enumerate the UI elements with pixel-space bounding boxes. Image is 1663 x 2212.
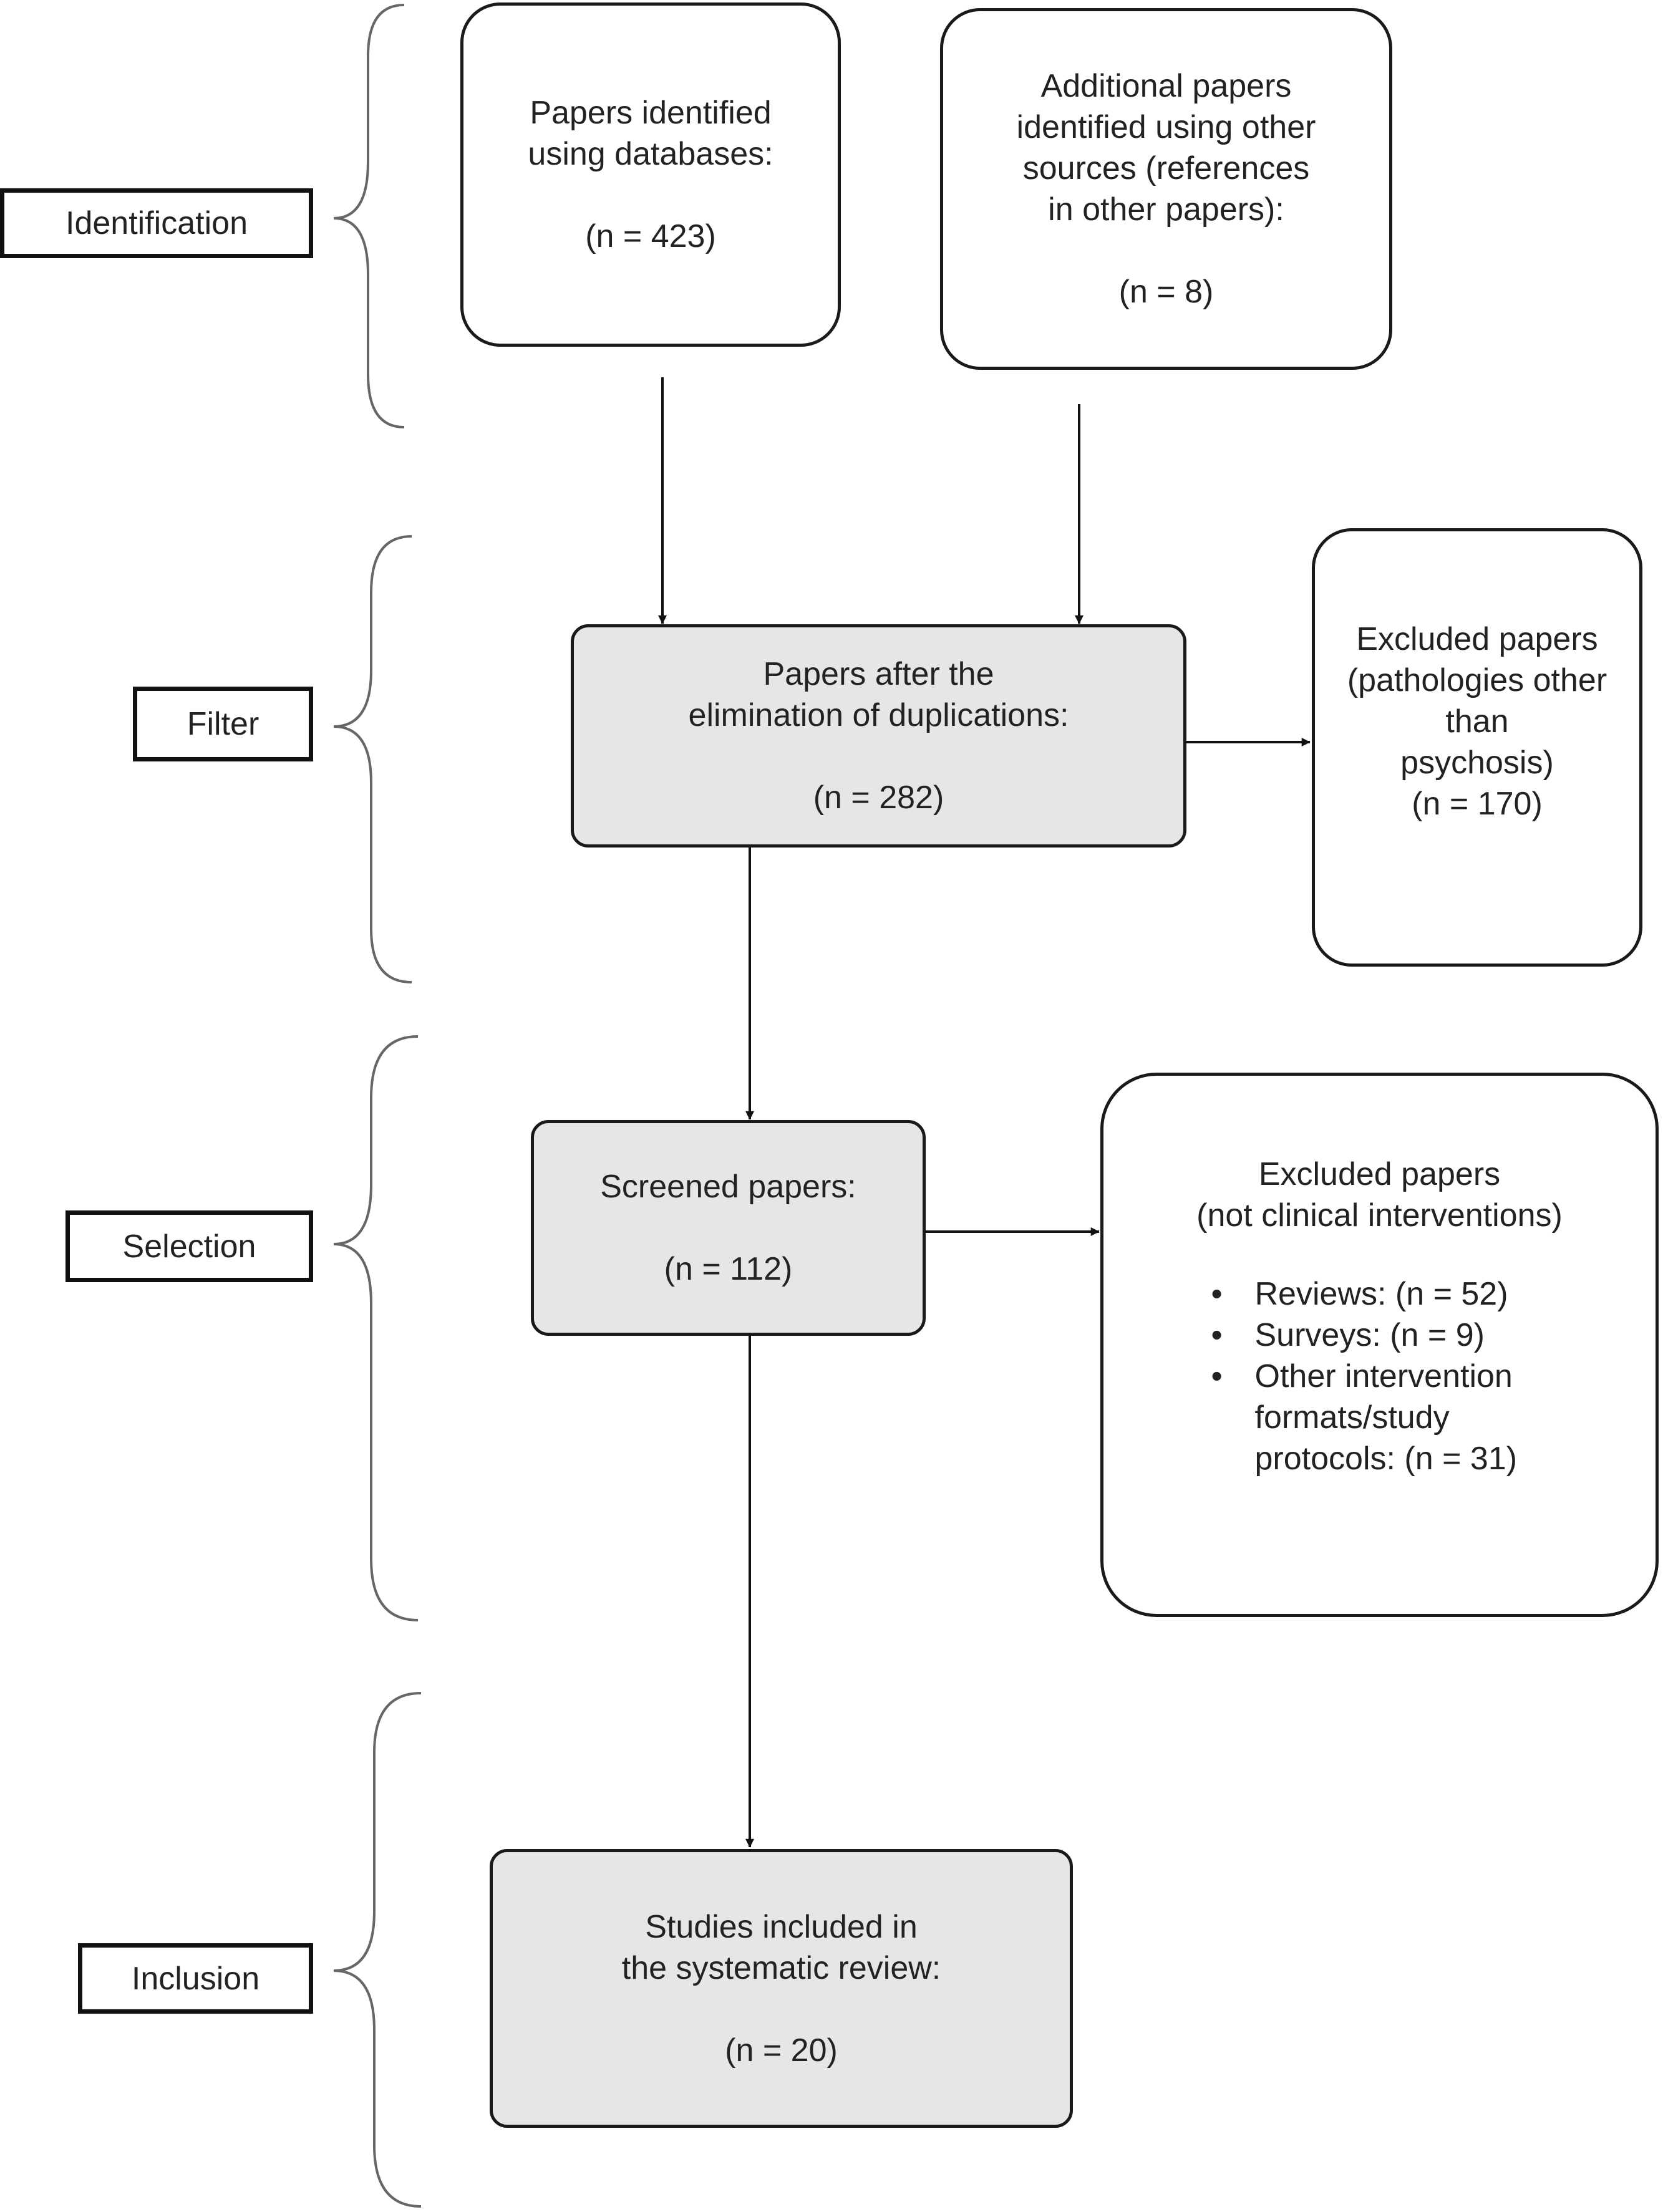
box-dedup-line-2: elimination of duplications: (688, 697, 1069, 733)
box-included-count: (n = 20) (725, 2032, 838, 2069)
box-other-count: (n = 8) (1118, 274, 1214, 310)
brace-filter (333, 535, 412, 983)
brace-identification (333, 4, 405, 428)
stage-label-filter-text: Filter (187, 706, 259, 742)
brace-selection (333, 1035, 419, 1621)
box-dedup-count: (n = 282) (813, 780, 944, 816)
stage-label-identification: Identification (0, 188, 313, 258)
box-other-line-1: Additional papers (1040, 68, 1292, 104)
exclusion-reason-other: Other intervention formats/study protoco… (1211, 1356, 1548, 1479)
box-screened-papers: Screened papers: (n = 112) (531, 1120, 926, 1336)
box-papers-databases: Papers identified using databases: (n = … (460, 2, 841, 347)
box-included-line-2: the systematic review: (621, 1949, 941, 1986)
box-included-line-1: Studies included in (645, 1908, 918, 1945)
stage-label-inclusion-text: Inclusion (131, 1960, 260, 1997)
box-papers-other-sources: Additional papers identified using other… (940, 8, 1392, 370)
box-excl-path-line-1: Excluded papers (1356, 621, 1598, 657)
exclusion-reason-reviews: Reviews: (n = 52) (1211, 1273, 1548, 1315)
box-other-line-2: identified using other (1016, 109, 1316, 145)
box-excluded-nonclinical: Excluded papers (not clinical interventi… (1100, 1073, 1659, 1617)
stage-label-filter: Filter (133, 687, 313, 761)
box-papers-deduplicated: Papers after the elimination of duplicat… (571, 624, 1186, 848)
box-other-line-4: in other papers): (1048, 191, 1284, 228)
box-screened-count: (n = 112) (664, 1251, 793, 1287)
box-dedup-line-1: Papers after the (763, 656, 994, 692)
brace-inclusion (333, 1692, 422, 2208)
box-screened-line-1: Screened papers: (600, 1169, 856, 1205)
box-databases-count: (n = 423) (585, 218, 716, 254)
stage-label-selection: Selection (65, 1210, 313, 1282)
box-excluded-pathologies: Excluded papers (pathologies other than … (1312, 528, 1642, 967)
box-excl-path-line-4: psychosis) (1400, 745, 1554, 781)
box-excl-path-count: (n = 170) (1412, 786, 1543, 822)
box-excl-nonclin-line-2: (not clinical interventions) (1196, 1197, 1563, 1234)
exclusion-reasons-list: Reviews: (n = 52) Surveys: (n = 9) Other… (1211, 1273, 1548, 1479)
box-databases-line-1: Papers identified (530, 95, 772, 131)
box-excl-nonclin-line-1: Excluded papers (1258, 1156, 1501, 1192)
stage-label-identification-text: Identification (65, 205, 248, 241)
box-excl-path-line-3: than (1445, 703, 1509, 740)
box-databases-line-2: using databases: (528, 136, 773, 172)
box-excl-path-line-2: (pathologies other (1347, 662, 1607, 698)
box-studies-included: Studies included in the systematic revie… (490, 1849, 1073, 2128)
exclusion-reason-surveys: Surveys: (n = 9) (1211, 1315, 1548, 1356)
box-other-line-3: sources (references (1022, 150, 1310, 186)
stage-label-inclusion: Inclusion (78, 1943, 313, 2014)
stage-label-selection-text: Selection (122, 1228, 256, 1265)
